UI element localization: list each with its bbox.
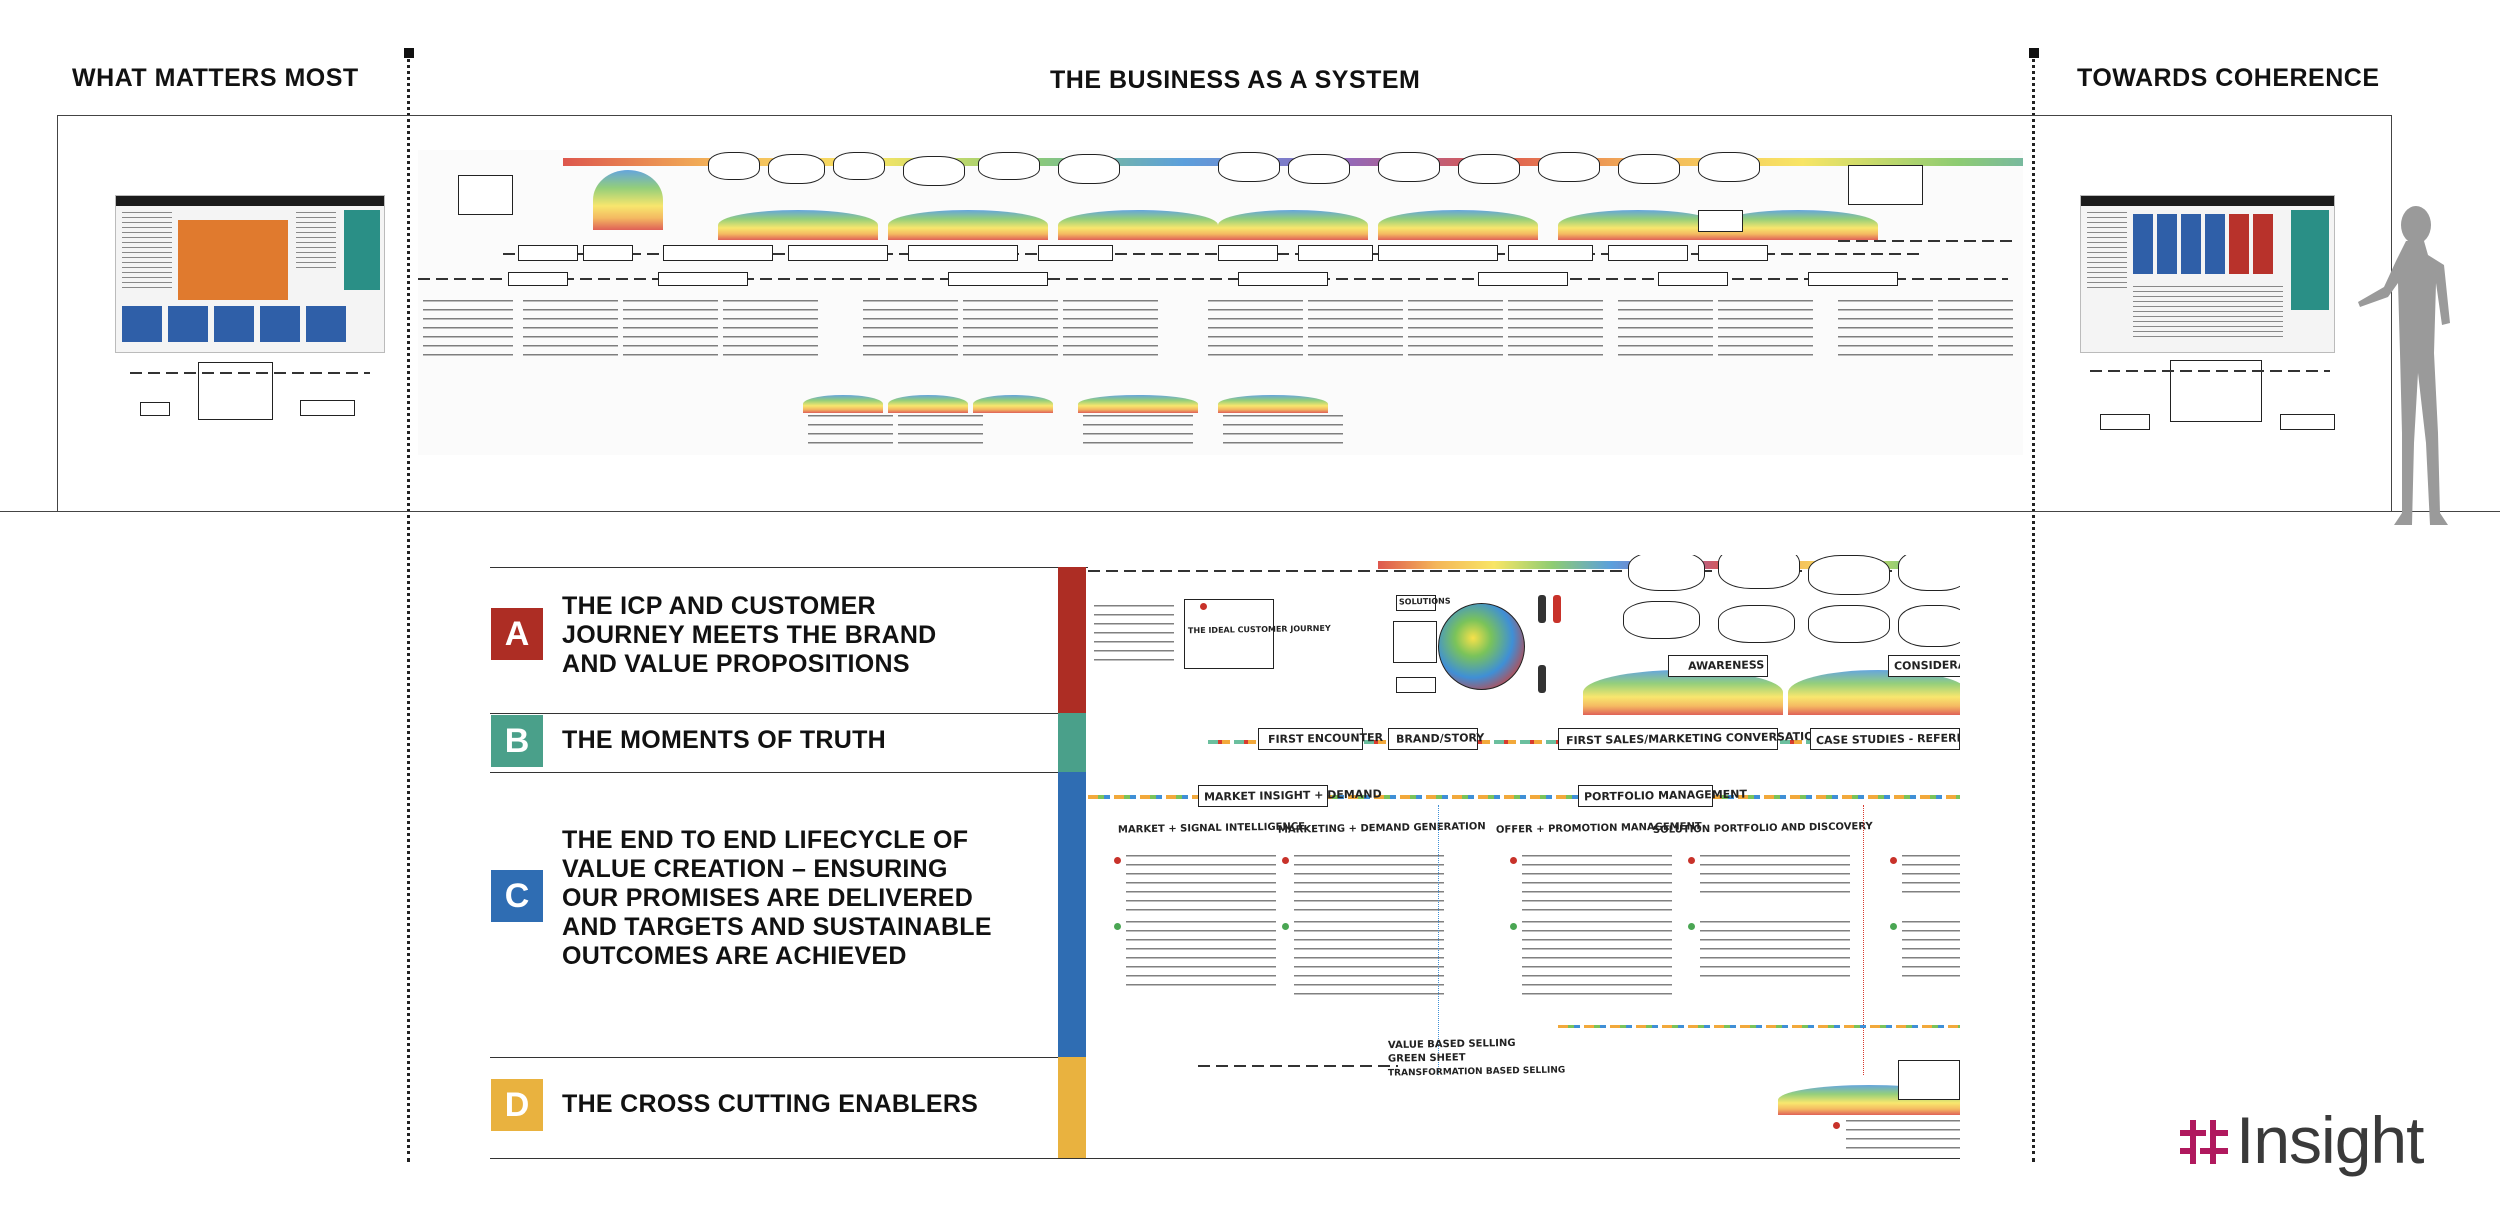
frame-extension-line	[0, 511, 2500, 512]
portfolio-label: PORTFOLIO MANAGEMENT	[1583, 787, 1748, 804]
divider-right-marker	[2029, 48, 2039, 58]
heading-business-as-a-system: THE BUSINESS AS A SYSTEM	[1050, 66, 1421, 94]
solutions-label: SOLUTIONS	[1398, 596, 1451, 607]
globe-icon	[1438, 603, 1525, 690]
ideal-journey-box	[1184, 599, 1274, 669]
legend-border-top	[490, 567, 1530, 568]
left-sketch-line	[130, 372, 370, 374]
left-small-box-1	[140, 402, 170, 416]
brand-story-box	[1388, 728, 1478, 750]
market-insight-box	[1198, 785, 1328, 807]
divider-left-marker	[404, 48, 414, 58]
first-sales-box	[1558, 728, 1778, 750]
legend-text-a: THE ICP AND CUSTOMER JOURNEY MEETS THE B…	[562, 592, 937, 678]
legend-border-bottom	[490, 1158, 1960, 1159]
solutions-box	[1396, 595, 1436, 611]
marketing-demand-label: MARKETING + DEMAND GENERATION	[1277, 821, 1486, 836]
person-silhouette-icon	[2358, 206, 2450, 525]
left-small-box-2	[300, 400, 355, 416]
legend-border-cd	[490, 1057, 1060, 1058]
legend-border-ab	[490, 713, 1060, 714]
legend-text-d: THE CROSS CUTTING ENABLERS	[562, 1090, 979, 1118]
market-insight-label: MARKET INSIGHT + DEMAND	[1203, 787, 1382, 804]
right-sketch-line	[2090, 370, 2330, 372]
transform-box	[1396, 677, 1436, 693]
legend-bar-c	[1058, 772, 1086, 1057]
zoomed-mural[interactable]: THE IDEAL CUSTOMER JOURNEY SOLUTIONS AWA…	[1088, 555, 1960, 1157]
legend-bar-b	[1058, 713, 1086, 772]
insight-logo-mark-icon	[2180, 1120, 2228, 1164]
heading-what-matters-most: WHAT MATTERS MOST	[72, 64, 359, 92]
legend-bar-a	[1058, 567, 1086, 713]
insight-logo[interactable]: Insight	[2180, 1103, 2424, 1178]
awareness-label: AWARENESS	[1687, 658, 1765, 673]
divider-left	[407, 52, 410, 1162]
considera-box	[1888, 655, 1960, 677]
considera-label: CONSIDERA	[1893, 658, 1960, 673]
business-system-mural[interactable]	[418, 150, 2023, 455]
right-small-box-2	[2280, 414, 2335, 430]
legend-text-b: THE MOMENTS OF TRUTH	[562, 726, 887, 754]
brand-story-label: BRAND/STORY	[1395, 731, 1485, 746]
ideal-journey-label: THE IDEAL CUSTOMER JOURNEY	[1187, 623, 1331, 636]
legend-badge-c: C	[491, 870, 543, 922]
first-encounter-box	[1258, 728, 1363, 750]
value-based-selling-label: VALUE BASED SELLING	[1387, 1037, 1516, 1052]
what-matters-most-thumbnail[interactable]	[115, 195, 385, 353]
divider-right	[2032, 52, 2035, 1162]
legend-badge-b: B	[491, 715, 543, 767]
legend-badge-d: D	[491, 1079, 543, 1131]
first-encounter-label: FIRST ENCOUNTER	[1267, 730, 1384, 747]
transformation-selling-label: TRANSFORMATION BASED SELLING	[1387, 1065, 1566, 1079]
ideal-profile-box	[1393, 621, 1437, 663]
case-studies-box	[1810, 728, 1960, 750]
enablers-box	[1898, 1060, 1960, 1100]
legend-bar-d	[1058, 1057, 1086, 1158]
legend-border-bc	[490, 772, 1060, 773]
legend-text-c: THE END TO END LIFECYCLE OF VALUE CREATI…	[562, 826, 992, 970]
what-matters-most-note	[198, 362, 273, 420]
green-sheet-label: GREEN SHEET	[1387, 1052, 1466, 1065]
heading-towards-coherence: TOWARDS COHERENCE	[2077, 64, 2380, 92]
towards-coherence-thumbnail[interactable]	[2080, 195, 2335, 353]
right-small-box-1	[2100, 414, 2150, 430]
insight-logo-text: Insight	[2236, 1103, 2424, 1177]
legend-badge-a: A	[491, 608, 543, 660]
awareness-box	[1668, 655, 1768, 677]
portfolio-box	[1578, 785, 1713, 807]
